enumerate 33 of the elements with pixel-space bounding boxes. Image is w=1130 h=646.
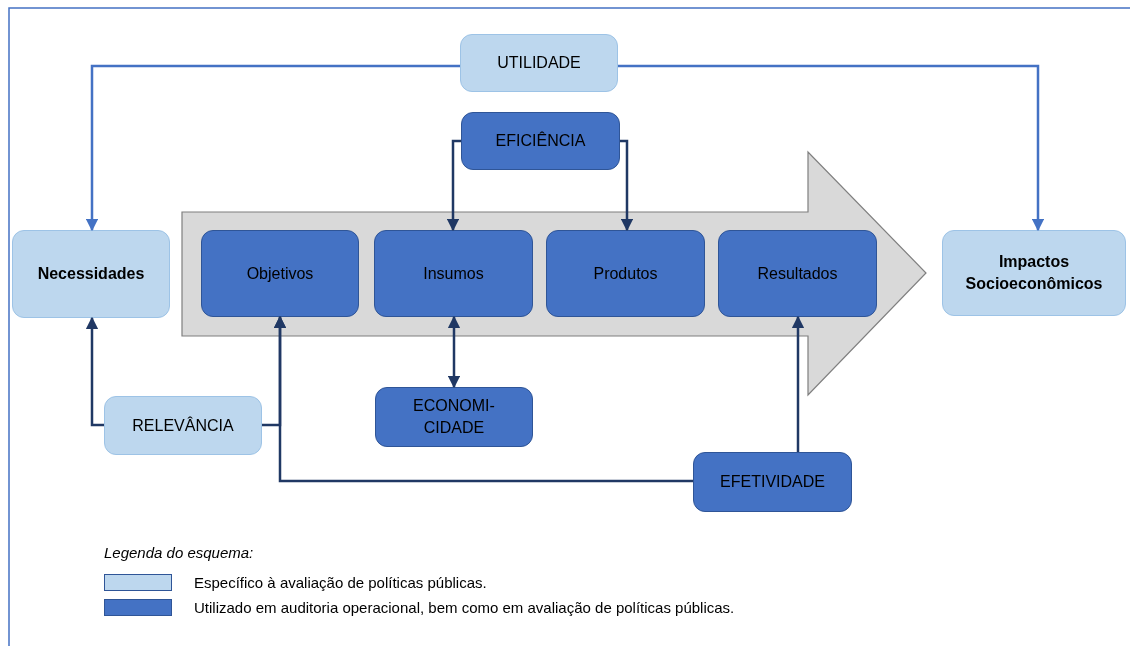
- arrow: [620, 139, 634, 232]
- process-box: [718, 230, 877, 317]
- arrow: [618, 64, 1045, 232]
- process-box: [461, 112, 620, 170]
- criterion-box: [942, 230, 1126, 316]
- process-box: [374, 230, 533, 317]
- arrow: [791, 315, 805, 452]
- box-text: Objetivos: [245, 263, 315, 284]
- arrow: [85, 64, 460, 232]
- criterion-box: [104, 396, 262, 455]
- legend-text: Específico à avaliação de políticas públicas.: [194, 574, 487, 591]
- box-text: Necessidades: [36, 264, 146, 285]
- process-box: [693, 452, 852, 512]
- legend-title: Legenda do esquema:: [104, 544, 254, 561]
- arrow: [273, 315, 693, 483]
- box-text: UTILIDADE: [496, 53, 582, 74]
- process-box: [201, 230, 359, 317]
- box-text: RELEVÂNCIA: [131, 415, 235, 436]
- legend-text: Utilizado em auditoria operacional, bem como em avaliação de políticas públicas.: [194, 599, 735, 616]
- arrow: [85, 316, 104, 427]
- box-text: Impactos Socioeconômicos: [964, 252, 1104, 294]
- criterion-box: [12, 230, 170, 318]
- box-text: Resultados: [756, 263, 839, 284]
- arrow: [446, 139, 461, 232]
- box-text: EFICIÊNCIA: [494, 130, 587, 152]
- box-text: ECONOMI- CIDADE: [412, 396, 496, 438]
- box-text: EFETIVIDADE: [719, 472, 826, 493]
- criterion-box: [460, 34, 618, 92]
- box-text: Insumos: [422, 263, 485, 284]
- process-box: [375, 387, 533, 447]
- arrow: [447, 315, 461, 389]
- box-text: Produtos: [592, 263, 659, 284]
- process-box: [546, 230, 705, 317]
